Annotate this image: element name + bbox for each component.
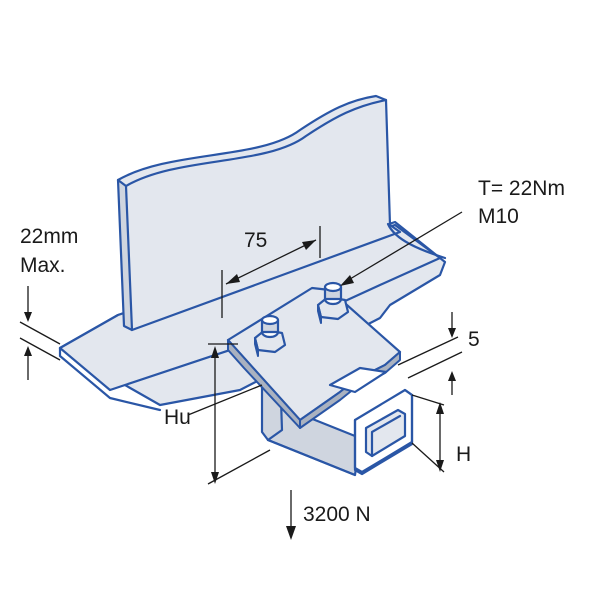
load-arrow	[286, 490, 296, 540]
dimension-flange	[19, 286, 61, 380]
label-width: 75	[244, 229, 267, 252]
label-torque: T= 22Nm	[478, 177, 565, 200]
strut-channel	[263, 388, 414, 477]
label-height-overall: Hu	[164, 406, 191, 429]
label-gap: 5	[468, 328, 480, 351]
label-flange-thickness-note: Max.	[20, 254, 66, 277]
steel-beam	[58, 94, 447, 412]
label-height-channel: H	[456, 443, 471, 466]
label-load: 3200 N	[303, 503, 371, 526]
label-flange-thickness: 22mm	[20, 225, 78, 248]
dimension-gap	[397, 312, 463, 395]
dimension-torque-leader	[340, 211, 463, 286]
bolt-left	[253, 314, 287, 357]
label-bolt: M10	[478, 205, 519, 228]
bolt-right	[316, 281, 350, 324]
dimension-h	[411, 394, 445, 473]
dimension-hu	[187, 343, 271, 485]
dimension-width	[221, 226, 321, 318]
